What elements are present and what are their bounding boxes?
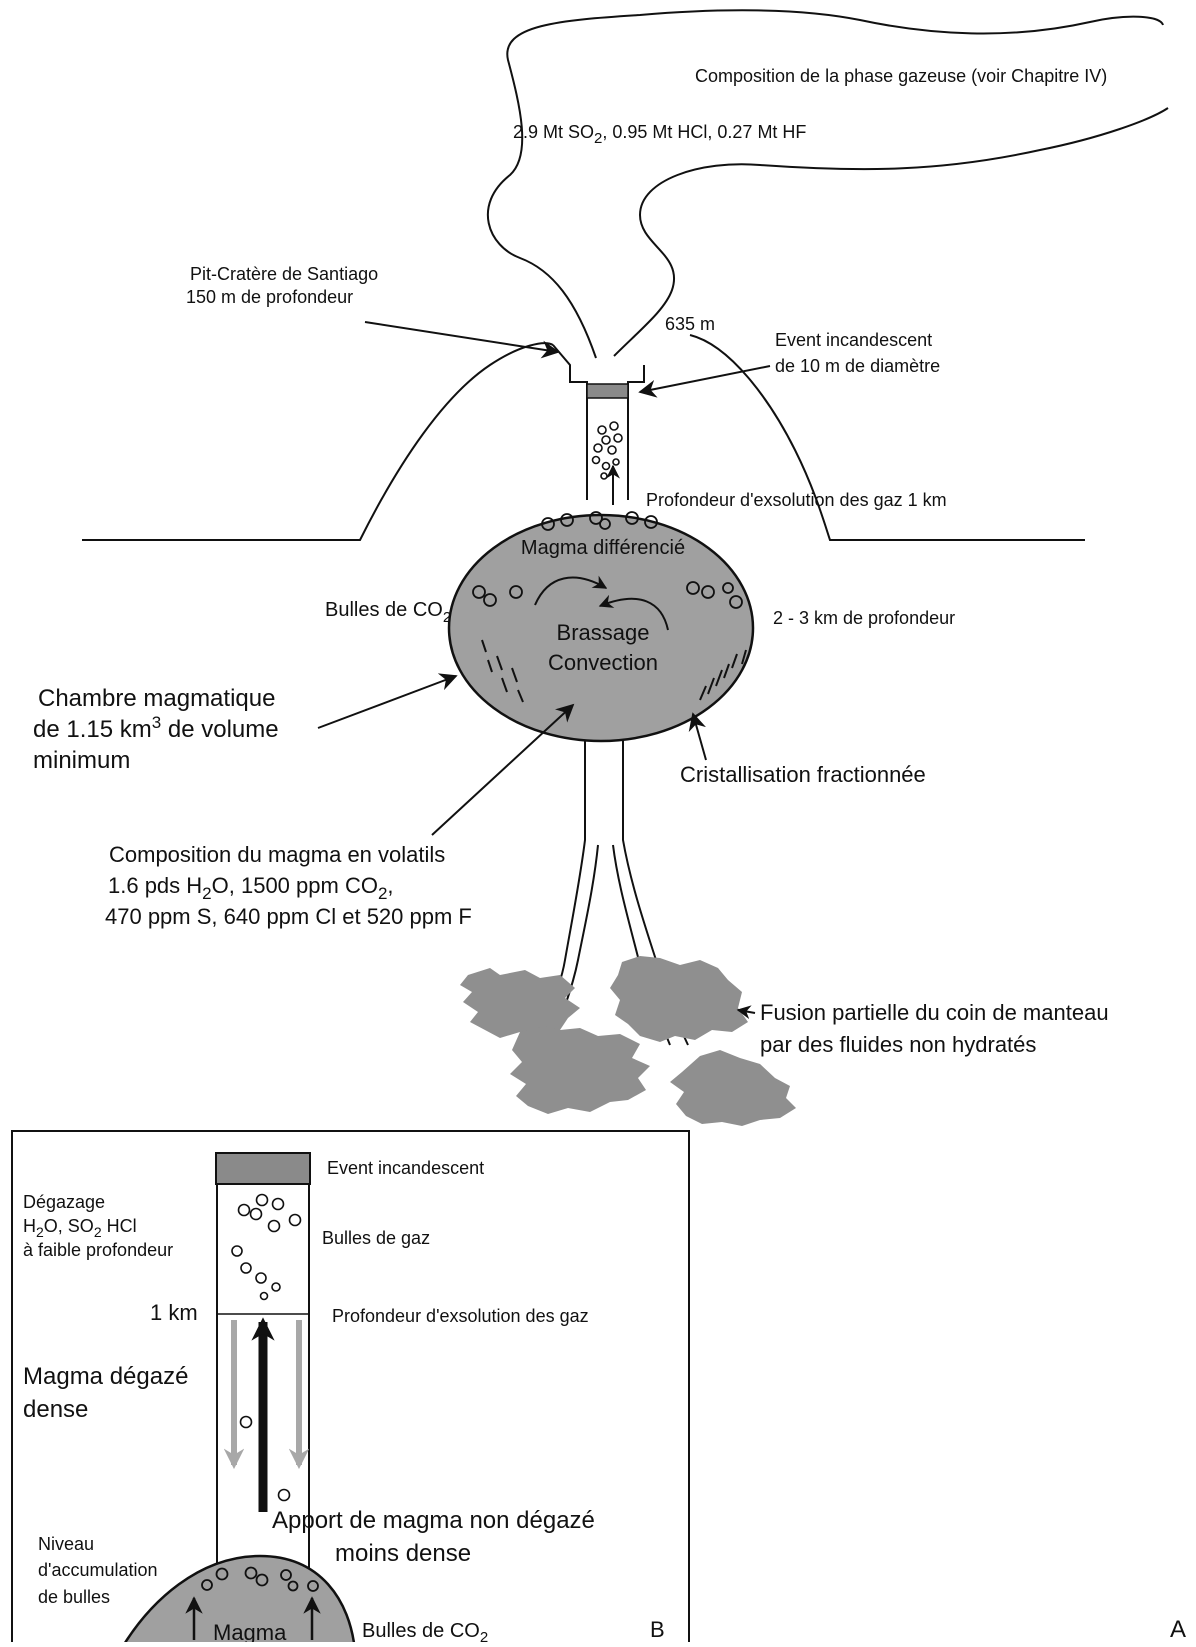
exsolution-depth-label: Profondeur d'exsolution des gaz 1 km [646, 490, 947, 510]
edifice-height-label: 635 m [665, 314, 715, 334]
crater-name-label: Pit-Cratère de Santiago [190, 264, 378, 284]
panel-b: Event incandescent Dégazage H2O, SO2 HCl… [11, 1130, 690, 1647]
pit-crater-right [627, 365, 645, 500]
supply-label-2: moins dense [335, 1540, 471, 1567]
mantle-melting-label-2: par des fluides non hydratés [760, 1032, 1036, 1057]
pit-crater-left [552, 344, 588, 500]
degassing-label-1: Dégazage [23, 1192, 105, 1212]
conduit-bubbles [591, 421, 623, 480]
differentiated-magma-label: Magma différencié [521, 537, 685, 559]
volcano-left-flank [82, 342, 554, 541]
degassing-label-3: à faible profondeur [23, 1240, 173, 1260]
mantle-melt-patches [460, 956, 796, 1126]
co2-bubbles-label: Bulles de CO2 [325, 599, 451, 626]
chamber-top-bubbles [541, 511, 658, 531]
supply-label-1: Apport de magma non dégazé [272, 1507, 595, 1534]
gas-bubbles-label: Bulles de gaz [322, 1228, 430, 1248]
vent-pointer-arrow [638, 365, 771, 398]
convection-arrow-left [534, 575, 608, 606]
crystallisation-arrow [688, 712, 707, 761]
volatiles-label-2: 1.6 pds H2O, 1500 ppm CO2, [108, 873, 394, 903]
plume-composition-label: Composition de la phase gazeuse (voir Ch… [695, 66, 1107, 86]
chamber-side-bubbles [472, 581, 743, 609]
panel-b-exsolution-label: Profondeur d'exsolution des gaz [332, 1306, 589, 1326]
crater-pointer-arrow [364, 321, 560, 359]
mantle-melting-label-1: Fusion partielle du coin de manteau [760, 1000, 1109, 1025]
bubble-accumulation-label-3: de bulles [38, 1587, 110, 1607]
panel-b-chamber-top [121, 1554, 356, 1647]
crystal-dashes-right [699, 649, 747, 701]
gas-plume-outline [486, 9, 1164, 359]
volatiles-label-3: 470 ppm S, 640 ppm Cl et 520 ppm F [105, 904, 472, 929]
crystal-dashes-left [481, 639, 524, 703]
mantle-melting-pointer [736, 1005, 756, 1020]
panel-b-vent [215, 1152, 311, 1185]
panel-a-letter: A [1170, 1616, 1186, 1642]
plume-flux-label: 2.9 Mt SO2, 0.95 Mt HCl, 0.27 Mt HF [513, 122, 806, 147]
convection-arrow-right [598, 594, 669, 631]
convection-label: Convection [548, 650, 658, 675]
crystallisation-label: Cristallisation fractionnée [680, 762, 926, 787]
chamber-depth-label: 2 - 3 km de profondeur [773, 608, 955, 628]
mixing-label: Brassage [557, 620, 650, 645]
panel-b-chamber-bubbles [201, 1566, 319, 1592]
panel-b-gas-bubbles [231, 1193, 302, 1502]
panel-b-vent-label: Event incandescent [327, 1158, 484, 1178]
depth-1km-label: 1 km [150, 1300, 198, 1325]
dense-magma-label-2: dense [23, 1396, 88, 1423]
bubble-accumulation-label-2: d'accumulation [38, 1560, 158, 1580]
panel-b-co2-label: Bulles de CO2 [362, 1620, 488, 1642]
chamber-volume-label-2: de 1.15 km3 de volume [33, 713, 279, 743]
volatiles-label-1: Composition du magma en volatils [109, 842, 445, 867]
chamber-volume-label-1: Chambre magmatique [38, 685, 275, 712]
panel-a: Composition de la phase gazeuse (voir Ch… [33, 9, 1186, 1643]
panel-b-frame [11, 1130, 690, 1647]
volatiles-arrow [431, 703, 575, 836]
incandescent-vent [586, 383, 629, 399]
dense-magma-label-1: Magma dégazé [23, 1363, 188, 1390]
chamber-volume-arrow [317, 673, 458, 729]
panel-b-letter: B [650, 1617, 665, 1642]
vent-label-line1: Event incandescent [775, 330, 932, 350]
volcano-right-flank [689, 334, 1085, 541]
gas-plume-inner [613, 107, 1169, 357]
bubble-accumulation-label-1: Niveau [38, 1534, 94, 1554]
degassing-label-2: H2O, SO2 HCl [23, 1216, 137, 1240]
crater-depth-label: 150 m de profondeur [186, 287, 353, 307]
panel-b-magma-label: Magma [213, 1620, 287, 1642]
chamber-volume-label-3: minimum [33, 747, 130, 774]
vent-label-line2: de 10 m de diamètre [775, 356, 940, 376]
